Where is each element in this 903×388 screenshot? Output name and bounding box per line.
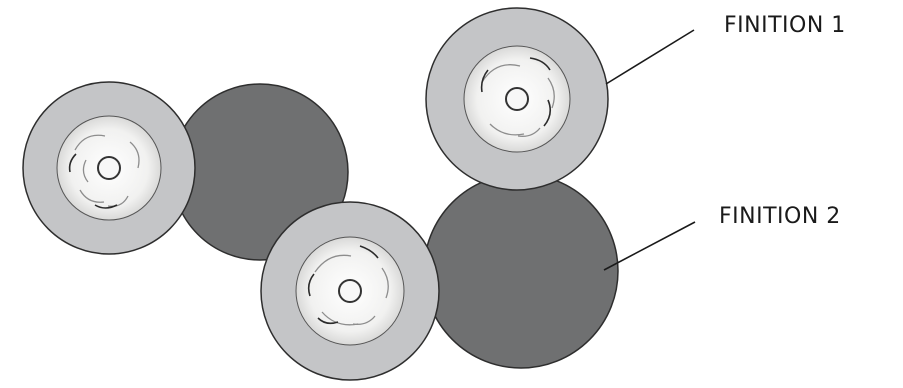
- finish-2-disc-right: [424, 174, 618, 368]
- leader-line-finish-2: [604, 222, 695, 270]
- finish-2-label: FINITION 2: [719, 204, 841, 229]
- finish-1-label: FINITION 1: [724, 13, 846, 38]
- finish-1-disc-left: [23, 82, 195, 254]
- leader-line-finish-1: [606, 30, 694, 84]
- finish-1-disc-top: [426, 8, 608, 190]
- finish-1-disc-bottom: [261, 202, 439, 380]
